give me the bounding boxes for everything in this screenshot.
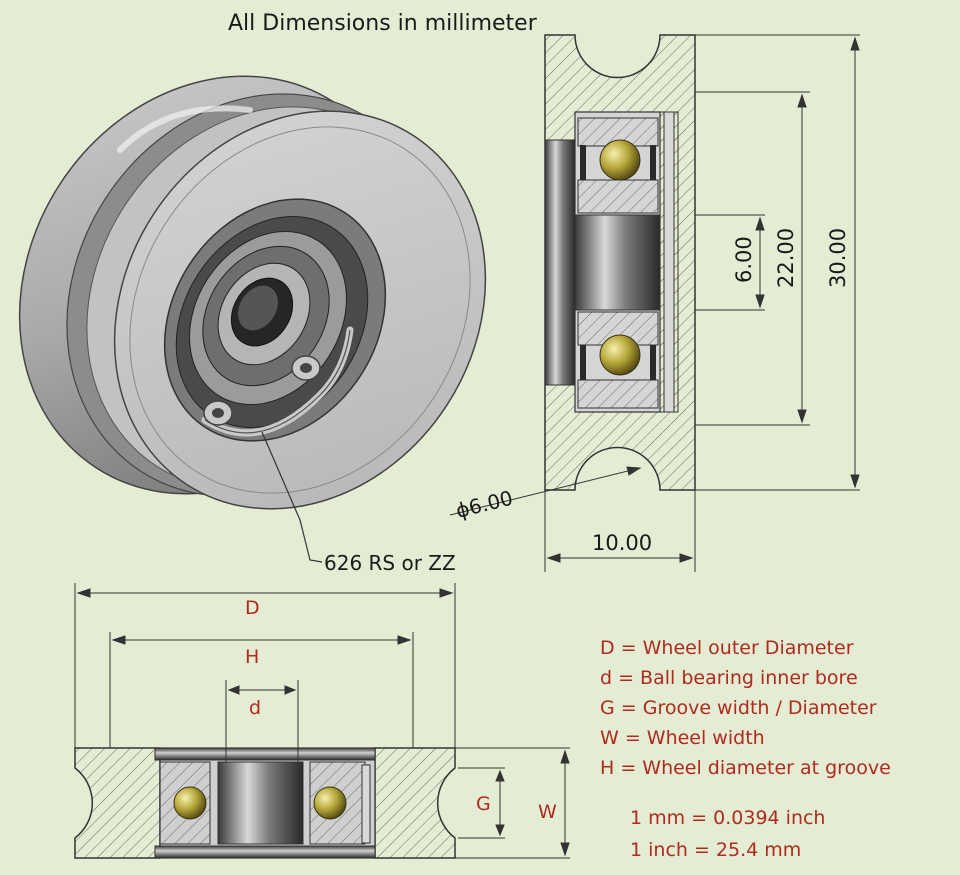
dim-wheel-width: 10.00	[592, 531, 652, 555]
pulley-3d-render	[18, 75, 487, 510]
label-H: H	[245, 646, 259, 668]
legend-item: W = Wheel width	[600, 727, 765, 749]
title: All Dimensions in millimeter	[228, 11, 538, 36]
label-W: W	[538, 801, 557, 823]
dim-bore: 6.00	[732, 236, 756, 283]
dim-outer-diameter: 30.00	[826, 228, 850, 288]
conversion-inch: 1 inch = 25.4 mm	[630, 839, 801, 861]
unit-conversion: 1 mm = 0.0394 inch 1 inch = 25.4 mm	[630, 807, 825, 861]
label-d: d	[249, 697, 261, 719]
bearing-callout: 626 RS or ZZ	[261, 431, 456, 575]
legend-item: d = Ball bearing inner bore	[600, 667, 858, 689]
conversion-mm: 1 mm = 0.0394 inch	[630, 807, 825, 829]
dimension-lines-bottom	[74, 583, 570, 859]
section-view-bottom	[74, 747, 456, 859]
label-D: D	[245, 597, 260, 619]
legend-item: G = Groove width / Diameter	[600, 697, 877, 719]
dim-groove-diameter: 22.00	[774, 228, 798, 288]
dimension-lines-side	[449, 34, 860, 572]
legend: D = Wheel outer Diameter d = Ball bearin…	[600, 637, 891, 779]
section-view-side	[544, 34, 696, 491]
dim-groove-width: ϕ6.00	[453, 486, 515, 523]
callout-label: 626 RS or ZZ	[324, 551, 456, 575]
legend-item: H = Wheel diameter at groove	[600, 757, 891, 779]
legend-item: D = Wheel outer Diameter	[600, 637, 854, 659]
label-G: G	[476, 793, 491, 815]
